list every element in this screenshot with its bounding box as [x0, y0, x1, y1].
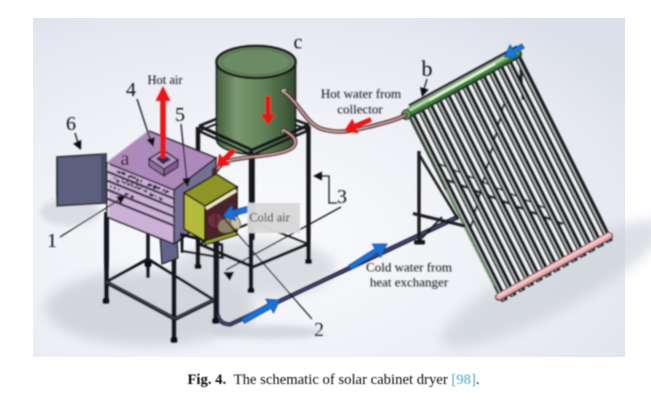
svg-text:Hot water from: Hot water from [321, 86, 401, 101]
svg-text:heat exchanger: heat exchanger [370, 275, 449, 290]
svg-text:Cold air: Cold air [249, 211, 290, 225]
svg-text:c: c [294, 32, 303, 54]
svg-text:4: 4 [126, 79, 136, 101]
svg-text:2: 2 [314, 319, 324, 341]
svg-text:Hot air: Hot air [147, 73, 183, 87]
svg-text:6: 6 [66, 113, 76, 135]
svg-text:3: 3 [337, 186, 347, 208]
svg-text:1: 1 [47, 230, 57, 252]
svg-text:collector: collector [337, 102, 383, 117]
svg-text:5: 5 [175, 104, 185, 126]
svg-text:a: a [121, 148, 130, 170]
svg-text:Cold water from: Cold water from [366, 260, 452, 275]
svg-text:b: b [422, 56, 433, 81]
svg-text:Fig. 4. The schematic of solar: Fig. 4. The schematic of solar cabinet d… [187, 372, 479, 388]
